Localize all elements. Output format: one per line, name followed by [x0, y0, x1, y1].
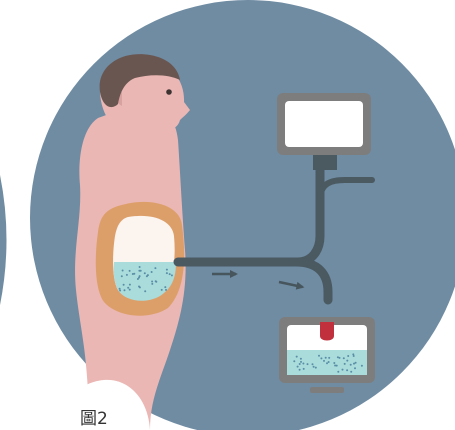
fluid-dot	[313, 366, 315, 368]
fluid-dot	[129, 270, 131, 272]
fluid-dot	[164, 286, 166, 288]
fluid-dot	[166, 269, 168, 271]
fluid-dot	[328, 357, 330, 359]
upper-bag-body	[285, 101, 363, 147]
fluid-dot	[124, 289, 126, 291]
fluid-dot	[132, 273, 134, 275]
fluid-dot	[151, 271, 153, 273]
fluid-dot	[144, 272, 146, 274]
fluid-dot	[328, 361, 330, 363]
fluid-dot	[122, 270, 124, 272]
fluid-dot	[347, 355, 349, 357]
fluid-dot	[337, 371, 339, 373]
fluid-dot	[154, 267, 156, 269]
fluid-dot	[315, 367, 317, 369]
bag-stand	[310, 387, 344, 393]
fluid-dot	[344, 363, 346, 365]
fluid-dot	[318, 355, 320, 357]
fluid-dot	[354, 367, 356, 369]
fluid-dot	[300, 358, 302, 360]
fluid-dot	[139, 266, 141, 268]
fluid-dot	[171, 274, 173, 276]
fluid-dot	[293, 360, 295, 362]
fluid-dot	[166, 272, 168, 274]
fluid-dot	[299, 369, 301, 371]
fluid-dot	[123, 284, 125, 286]
fluid-dot	[161, 289, 163, 291]
fluid-dot	[323, 360, 325, 362]
fluid-dot	[337, 356, 339, 358]
fluid-dot	[139, 286, 141, 288]
fluid-dot	[126, 274, 128, 276]
fluid-dot	[165, 289, 167, 291]
fluid-dot	[151, 283, 153, 285]
fluid-dot	[139, 275, 141, 277]
fluid-dot	[119, 290, 121, 292]
fluid-dot	[127, 287, 129, 289]
fluid-dot	[146, 275, 148, 277]
valve-icon	[320, 322, 334, 341]
fluid-dot	[169, 273, 171, 275]
fluid-dot	[307, 363, 309, 365]
fluid-dot	[320, 357, 322, 359]
fluid-dot	[300, 361, 302, 363]
fluid-dot	[353, 355, 355, 357]
fluid-dot	[296, 356, 298, 358]
fluid-dot	[346, 360, 348, 362]
fluid-dot	[326, 362, 328, 364]
figure-label: 圖2	[80, 409, 108, 429]
fluid-dot	[333, 362, 335, 364]
fluid-dot	[129, 289, 131, 291]
fluid-dot	[361, 365, 363, 367]
fluid-dot	[140, 270, 142, 272]
abdomen-cavity-icon	[96, 202, 184, 316]
fluid-dot	[312, 363, 314, 365]
fluid-dot	[353, 363, 355, 365]
fluid-dot	[297, 366, 299, 368]
fluid-dot	[350, 371, 352, 373]
fluid-dot	[299, 363, 301, 365]
fluid-dot	[303, 368, 305, 370]
fluid-dot	[121, 275, 123, 277]
fluid-dot	[325, 357, 327, 359]
fluid-dot	[151, 281, 153, 283]
fluid-dot	[129, 284, 131, 286]
fluid-dot	[302, 363, 304, 365]
fluid-dot	[155, 280, 157, 282]
fluid-dot	[119, 288, 121, 290]
eye	[166, 89, 172, 95]
fluid-dot	[342, 369, 344, 371]
drain-bag-icon	[279, 317, 375, 393]
fluid-dot	[343, 357, 345, 359]
fill-bag-icon	[277, 93, 371, 155]
fluid-dot	[350, 364, 352, 366]
fluid-dot	[144, 290, 146, 292]
fluid-dot	[336, 365, 338, 367]
left-circle-edge	[0, 175, 7, 305]
fluid-dot	[346, 369, 348, 371]
